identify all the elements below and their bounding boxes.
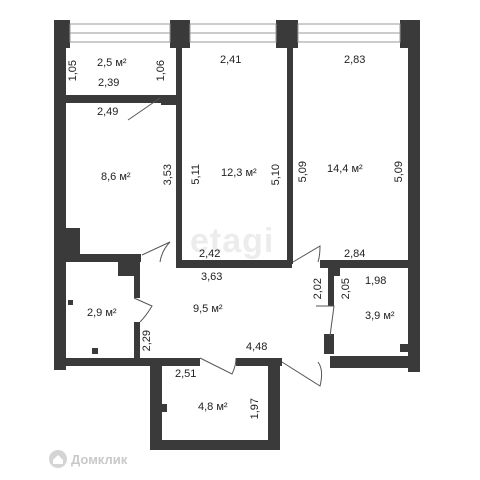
room-area-bedroom-small: 8,6 м² [101,171,131,183]
dim-2-02: 2,02 [312,278,324,300]
wall-bedroom-large-bottom [320,260,420,268]
wall-partition-1 [176,48,182,264]
dim-2-83: 2,83 [344,54,366,66]
room-area-storage: 2,5 м² [97,57,127,69]
dim-1-06: 1,06 [155,60,167,82]
wall-hall-bottom-left [150,358,200,366]
room-area-hallway: 9,5 м² [193,303,223,315]
window-2 [189,23,277,43]
fixture-bath-2 [68,300,73,305]
door-entrance [281,361,323,387]
room-area-right-small: 3,9 м² [365,310,395,322]
wall-bath-right-lower [134,322,140,362]
dim-1-97: 1,97 [249,398,261,420]
wall-storage-bottom [66,95,161,103]
wall-top-sep2 [276,20,298,48]
wall-left-outer [54,20,66,370]
wall-left-dark-block [66,228,80,258]
fixture-bath-1 [92,348,98,354]
dim-1-05: 1,05 [67,60,79,82]
room-area-bedroom-large: 14,4 м² [327,163,363,175]
wall-storage-jamb [161,95,179,105]
window-3 [297,23,401,43]
wall-partition-2 [287,48,293,264]
dim-2-39: 2,39 [98,77,120,89]
room-area-bottom: 4,8 м² [198,401,228,413]
watermark: etagi [190,222,275,260]
door-bath [133,297,153,323]
dim-5-11: 5,11 [190,164,202,185]
wall-bedroom-small-bottom [66,254,141,262]
dim-2-29: 2,29 [141,330,153,352]
fixture-right-1 [400,344,408,352]
wall-bottom-room-bottom [150,440,280,450]
dim-3-53: 3,53 [162,164,174,186]
wall-bedroom-middle-bottom [176,260,292,268]
door-right-room [316,305,335,337]
wall-bottom-room-right [268,362,280,448]
wall-bottom-room-left [150,362,162,448]
window-1 [69,23,171,43]
wall-bath-right [134,262,140,298]
dim-2-49: 2,49 [97,106,119,118]
dim-5-09-right: 5,09 [393,161,405,183]
wall-right-outer [408,20,420,372]
wall-right-room-left [328,266,334,306]
brand-logo: Домклик [48,449,127,469]
dim-2-51: 2,51 [175,368,197,380]
dim-2-42: 2,42 [199,248,221,260]
house-icon [49,450,67,468]
fixture-bottom-1 [162,404,167,412]
dim-5-09-left: 5,09 [297,161,309,183]
wall-top-sep1 [170,20,190,48]
wall-right-room-post [324,334,334,354]
door-storage [127,97,161,121]
door-hall-right [292,245,321,263]
dim-5-10: 5,10 [270,164,282,186]
wall-right-inner [334,266,340,276]
dim-3-63: 3,63 [201,271,223,283]
wall-bath-bottom [54,358,150,366]
door-bottom-room [199,357,237,375]
door-hall-left [141,241,171,263]
dim-2-41: 2,41 [220,54,242,66]
wall-bath-block [118,258,136,276]
dim-4-48: 4,48 [246,341,268,353]
wall-right-room-bottom [330,356,420,368]
brand-name: Домклик [71,451,128,467]
dim-2-84: 2,84 [344,248,366,260]
room-area-bathroom: 2,9 м² [87,307,117,319]
dim-2-05: 2,05 [340,278,352,300]
wall-hall-bottom-mid [236,358,282,366]
room-area-bedroom-middle: 12,3 м² [221,167,257,179]
dim-1-98: 1,98 [365,275,387,287]
